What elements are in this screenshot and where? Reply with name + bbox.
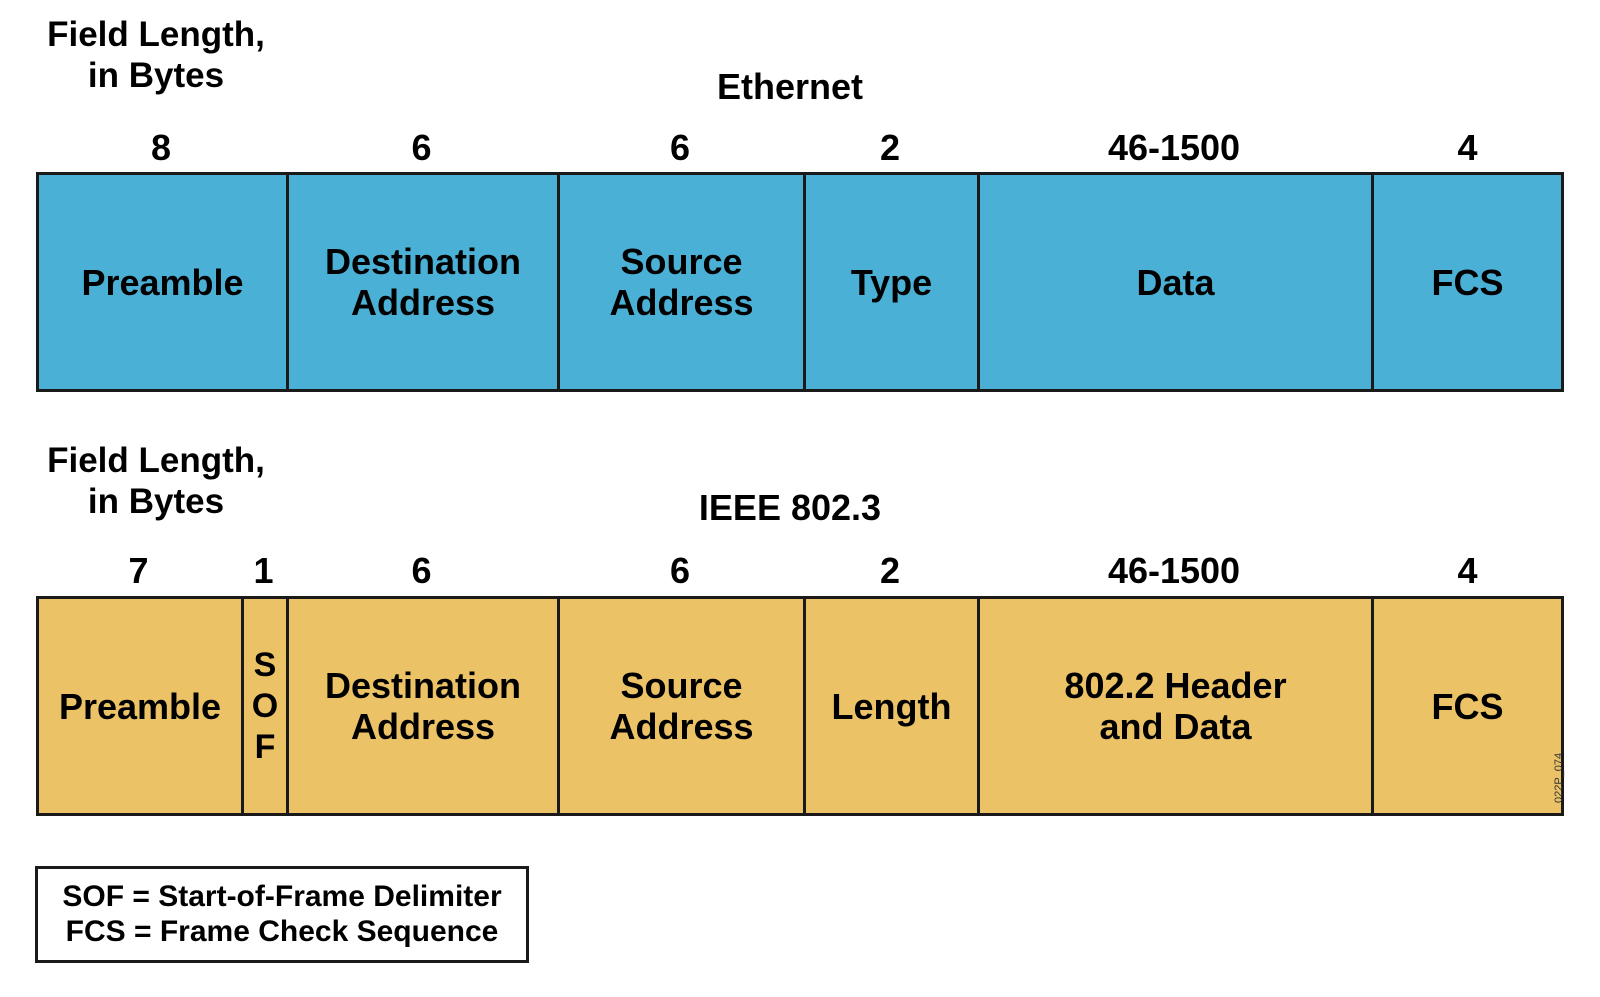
field-length-label-line2: in Bytes (87, 482, 225, 521)
length-fcs: 4 (1457, 127, 1478, 168)
length-header-data: 46-1500 (1107, 550, 1241, 591)
field-destination-address: Destination Address (289, 175, 560, 389)
field-destination-address-line2: Address (350, 706, 496, 747)
field-destination-address-line1: Destination (324, 665, 521, 706)
field-header-data-line1: 802.2 Header (1064, 665, 1287, 706)
field-length-label-line1: Field Length, (47, 441, 265, 480)
length-preamble: 8 (150, 127, 172, 168)
field-fcs: FCS (1374, 599, 1561, 813)
ethernet-frame: Preamble Destination Address Source Addr… (36, 172, 1564, 392)
legend-box: SOF = Start-of-Frame Delimiter FCS = Fra… (35, 866, 529, 963)
ieee-title: IEEE 802.3 (698, 487, 882, 528)
field-source-address-line1: Source (620, 241, 743, 282)
sof-letter-s: S (253, 645, 277, 684)
ethernet-lengths-row: 8 6 6 2 46-1500 4 (36, 128, 1564, 168)
field-header-data-line2: and Data (1099, 706, 1252, 747)
field-source-address-line1: Source (620, 665, 743, 706)
length-length: 2 (879, 550, 901, 591)
ieee-frame: Preamble S O F Destination Address Sourc… (36, 596, 1564, 816)
legend-fcs-definition: FCS = Frame Check Sequence (65, 915, 499, 948)
field-length-label: Length (831, 685, 952, 727)
field-fcs-label: FCS (1431, 261, 1504, 303)
field-source-address: Source Address (560, 175, 806, 389)
legend-sof-definition: SOF = Start-of-Frame Delimiter (62, 880, 502, 913)
length-source-address: 6 (669, 550, 691, 591)
field-source-address-line2: Address (609, 706, 754, 747)
field-length-label-line2: in Bytes (87, 56, 225, 95)
field-source-address-line2: Address (609, 282, 754, 323)
length-sof: 1 (253, 550, 274, 591)
field-type-label: Type (850, 261, 933, 303)
figure-code: 022P_074 (1553, 752, 1565, 803)
field-data: Data (980, 175, 1374, 389)
field-source-address: Source Address (560, 599, 806, 813)
field-destination-address-line2: Address (350, 282, 496, 323)
field-length-label-line1: Field Length, (47, 15, 265, 54)
field-sof: S O F (244, 599, 289, 813)
field-data-label: Data (1136, 261, 1215, 303)
length-destination-address: 6 (411, 127, 432, 168)
field-fcs: FCS (1374, 175, 1561, 389)
ethernet-title: Ethernet (716, 66, 864, 107)
ethernet-field-length-label: Field Length, in Bytes (36, 14, 276, 96)
field-type: Type (806, 175, 980, 389)
field-preamble-label: Preamble (81, 261, 244, 303)
field-destination-address: Destination Address (289, 599, 560, 813)
sof-letter-o: O (251, 686, 279, 725)
field-header-data: 802.2 Header and Data (980, 599, 1374, 813)
field-preamble: Preamble (39, 599, 244, 813)
length-data: 46-1500 (1107, 127, 1241, 168)
field-fcs-label: FCS (1431, 685, 1504, 727)
length-destination-address: 6 (411, 550, 432, 591)
field-preamble: Preamble (39, 175, 289, 389)
length-type: 2 (879, 127, 901, 168)
length-fcs: 4 (1457, 550, 1478, 591)
length-preamble: 7 (128, 550, 149, 591)
field-preamble-label: Preamble (58, 685, 222, 727)
ieee-field-length-label: Field Length, in Bytes (36, 440, 276, 522)
length-source-address: 6 (669, 127, 691, 168)
field-length: Length (806, 599, 980, 813)
ieee-lengths-row: 7 1 6 6 2 46-1500 4 (36, 551, 1564, 591)
sof-letter-f: F (254, 727, 276, 766)
field-destination-address-line1: Destination (324, 241, 521, 282)
